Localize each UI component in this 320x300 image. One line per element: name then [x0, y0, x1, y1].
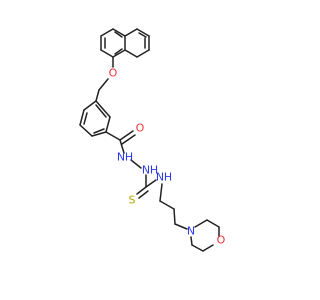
bond	[105, 116, 111, 133]
bond	[112, 28, 126, 37]
carbonyl-oxygen-label: O	[136, 122, 145, 135]
bond	[190, 236, 193, 246]
bond	[91, 131, 107, 137]
bond	[159, 183, 163, 202]
double-bond	[121, 134, 136, 145]
bond	[79, 109, 85, 126]
hydrazide-nitrogen-2-label: N	[142, 164, 150, 177]
bond	[145, 179, 157, 188]
bond	[206, 219, 220, 228]
bond	[124, 49, 138, 58]
bond	[95, 89, 100, 102]
hydrazide-hydrogen-1-label: H	[125, 151, 133, 164]
bond	[119, 139, 125, 154]
bond	[130, 159, 142, 169]
bond	[136, 186, 147, 195]
bond	[194, 219, 208, 228]
naphthalene-ring-right	[124, 28, 150, 58]
double-bond-inner	[95, 104, 107, 118]
double-bond-inner	[114, 48, 123, 55]
bond	[173, 208, 176, 225]
ether-linker	[95, 56, 114, 102]
morpholine-nitrogen-label: N	[187, 225, 195, 238]
propyl-chain	[159, 183, 188, 230]
bond	[100, 28, 114, 37]
bond	[105, 131, 121, 141]
bond	[174, 223, 188, 230]
double-bond	[138, 190, 149, 199]
bond	[136, 28, 150, 37]
naphthalene-ring-left	[100, 28, 126, 58]
bond	[83, 100, 97, 111]
hydrazide-chain	[105, 130, 147, 188]
double-bond-inner	[83, 112, 88, 125]
benzene-ring	[79, 100, 111, 137]
morpholine-ring	[190, 219, 220, 252]
double-bond-inner	[114, 31, 123, 38]
hydrazide-hydrogen-2-label: H	[150, 164, 158, 177]
bond	[98, 78, 109, 91]
bond	[191, 244, 204, 252]
bond	[100, 49, 114, 58]
thiourea	[136, 179, 157, 199]
hydrazide-nitrogen-1-label: N	[117, 151, 125, 164]
bond	[79, 124, 93, 137]
bond	[202, 244, 214, 252]
amide-nitrogen-label: N	[156, 171, 164, 184]
thio-sulfur-label: S	[129, 194, 136, 207]
double-bond-inner	[93, 128, 105, 134]
ether-oxygen-label: O	[109, 67, 118, 80]
bond	[95, 100, 111, 118]
bond	[112, 49, 126, 58]
bond	[119, 130, 134, 141]
morpholine-oxygen-label: O	[217, 234, 226, 247]
chemical-structure: O O N H N H S N H N O	[79, 28, 226, 252]
bond	[136, 49, 150, 58]
structure-canvas: O O N H N H S N H N O	[79, 28, 226, 252]
amide-hydrogen-label: H	[164, 171, 172, 184]
double-bond-inner	[138, 32, 147, 38]
bond	[159, 200, 175, 210]
bond	[124, 28, 138, 37]
